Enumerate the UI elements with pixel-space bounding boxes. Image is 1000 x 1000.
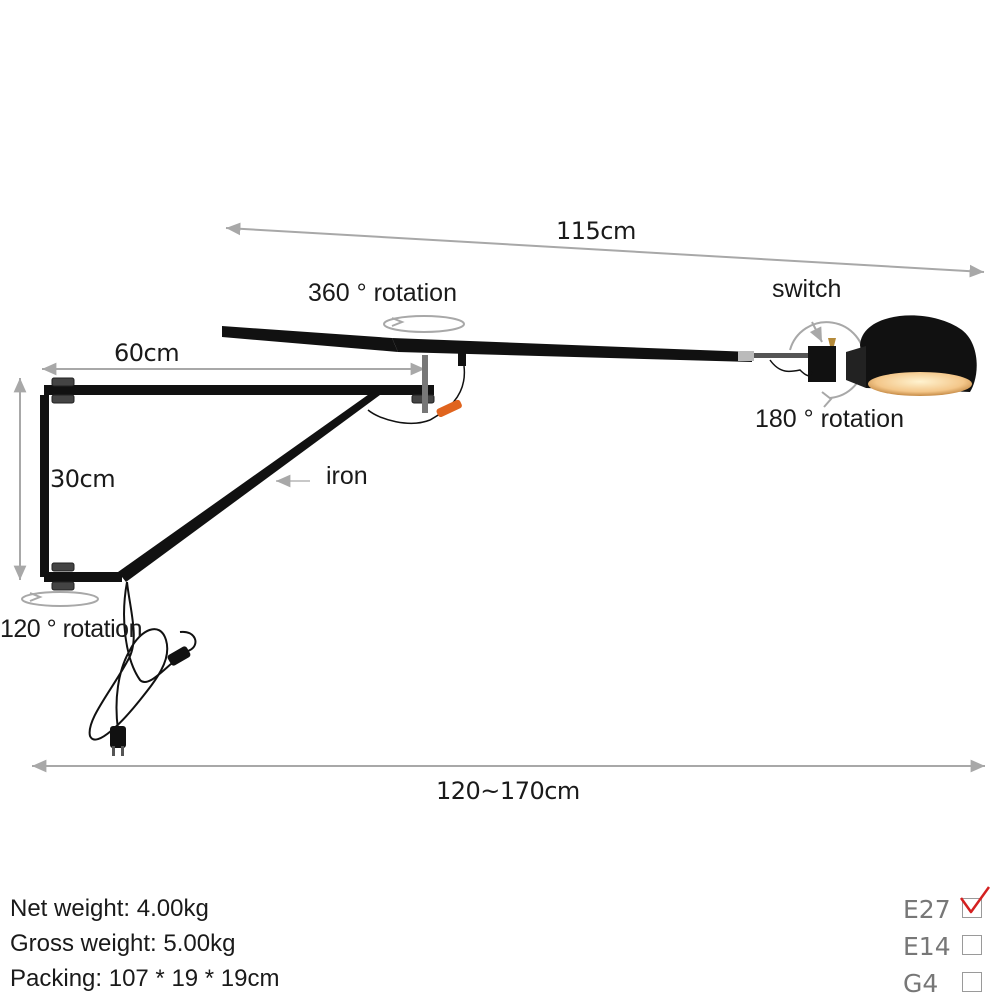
arm-post — [422, 355, 428, 413]
power-cord — [88, 581, 197, 741]
rotation-arrow-arm — [383, 315, 465, 333]
pivot-caps — [51, 377, 435, 591]
width-total-label: 120~170cm — [436, 777, 580, 805]
socket-checkbox-e14[interactable] — [962, 935, 982, 955]
rotation-arrow-base — [21, 591, 99, 607]
packing-size: Packing: 107 * 19 * 19cm — [10, 965, 280, 992]
net-weight: Net weight: 4.00kg — [10, 895, 209, 922]
socket-label-g4: G4 — [903, 969, 939, 998]
arm-joint — [738, 351, 754, 361]
socket-label-e27: E27 — [903, 895, 951, 924]
check-icon — [959, 886, 991, 914]
gross-weight: Gross weight: 5.00kg — [10, 930, 236, 957]
dimension-line-top — [225, 222, 985, 278]
arm-length-label: 60cm — [114, 339, 180, 367]
material-label: iron — [326, 462, 368, 490]
arm-cord — [367, 365, 465, 424]
arm-rod-end — [754, 353, 810, 358]
rotation-arrow-shade — [789, 321, 866, 408]
cord-connector — [436, 399, 462, 418]
width-top-label: 115cm — [556, 217, 636, 245]
swing-arm — [222, 326, 752, 366]
shade-rotation-label: 180 ° rotation — [755, 405, 904, 433]
wall-bracket — [40, 385, 434, 582]
lamp-head — [769, 315, 977, 396]
switch-label: switch — [772, 275, 842, 303]
plug — [110, 726, 126, 756]
height-label: 30cm — [50, 465, 116, 493]
socket-checkbox-g4[interactable] — [962, 972, 982, 992]
inline-switch — [167, 646, 191, 666]
socket-label-e14: E14 — [903, 932, 951, 961]
arm-rotation-label: 360 ° rotation — [308, 279, 457, 307]
switch-pointer — [809, 321, 823, 343]
base-rotation-label: 120 ° rotation — [0, 615, 143, 643]
